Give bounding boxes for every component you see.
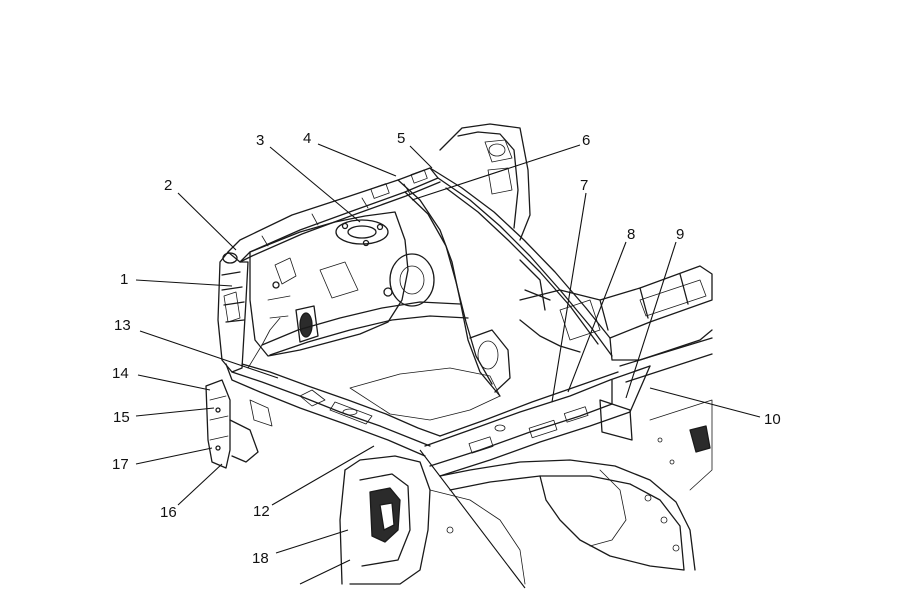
callout-labels: 1 2 3 4 5 6 7 8 9 10 12 13 14 15 16 17 1…	[112, 130, 781, 567]
callout-12: 12	[253, 503, 270, 520]
leader-10	[649, 387, 761, 418]
leader-14	[137, 374, 211, 391]
front-bumper-mount	[205, 379, 273, 469]
callout-7: 7	[580, 177, 588, 194]
leader-17	[135, 447, 213, 465]
lower-left-structure	[339, 455, 526, 585]
callout-3: 3	[256, 132, 264, 149]
right-frame-rail	[424, 337, 713, 477]
callout-4: 4	[303, 130, 311, 147]
leader-8	[567, 241, 627, 393]
leader-5	[409, 145, 433, 169]
leader-1	[135, 279, 233, 287]
shock-tower-wheelhouse	[249, 211, 409, 357]
engine-bay-opening	[349, 329, 511, 421]
callout-18: 18	[252, 550, 269, 567]
callout-10: 10	[764, 411, 781, 428]
leader-11	[419, 449, 526, 589]
leader-6	[411, 144, 581, 201]
callout-5: 5	[397, 130, 405, 147]
vehicle-structure-artwork	[205, 123, 713, 585]
callout-17: 17	[112, 456, 129, 473]
leader-7	[551, 192, 587, 403]
leader-12	[271, 445, 375, 506]
callout-9: 9	[676, 226, 684, 243]
leader-15	[135, 407, 215, 417]
leader-9	[625, 241, 677, 399]
hinge-pillar-upper	[429, 123, 613, 357]
lower-wheelhouse	[439, 399, 713, 571]
callout-6: 6	[582, 132, 590, 149]
callout-13: 13	[114, 317, 131, 334]
lower-front-rail	[225, 301, 469, 457]
leader-2	[177, 192, 237, 251]
leader-lines	[135, 143, 761, 589]
callout-15: 15	[113, 409, 130, 426]
callout-2: 2	[164, 177, 172, 194]
leader-16	[177, 463, 223, 506]
leader-4	[317, 143, 397, 177]
callout-14: 14	[112, 365, 129, 382]
leader-18b	[299, 559, 351, 585]
callout-8: 8	[627, 226, 635, 243]
callout-16: 16	[160, 504, 177, 521]
dash-plenum	[519, 259, 713, 361]
cowl-area	[389, 179, 501, 397]
left-front-upright	[217, 251, 249, 373]
callout-1: 1	[120, 271, 128, 288]
leader-3	[269, 146, 361, 223]
leader-18	[275, 529, 349, 554]
leader-13	[139, 330, 279, 379]
